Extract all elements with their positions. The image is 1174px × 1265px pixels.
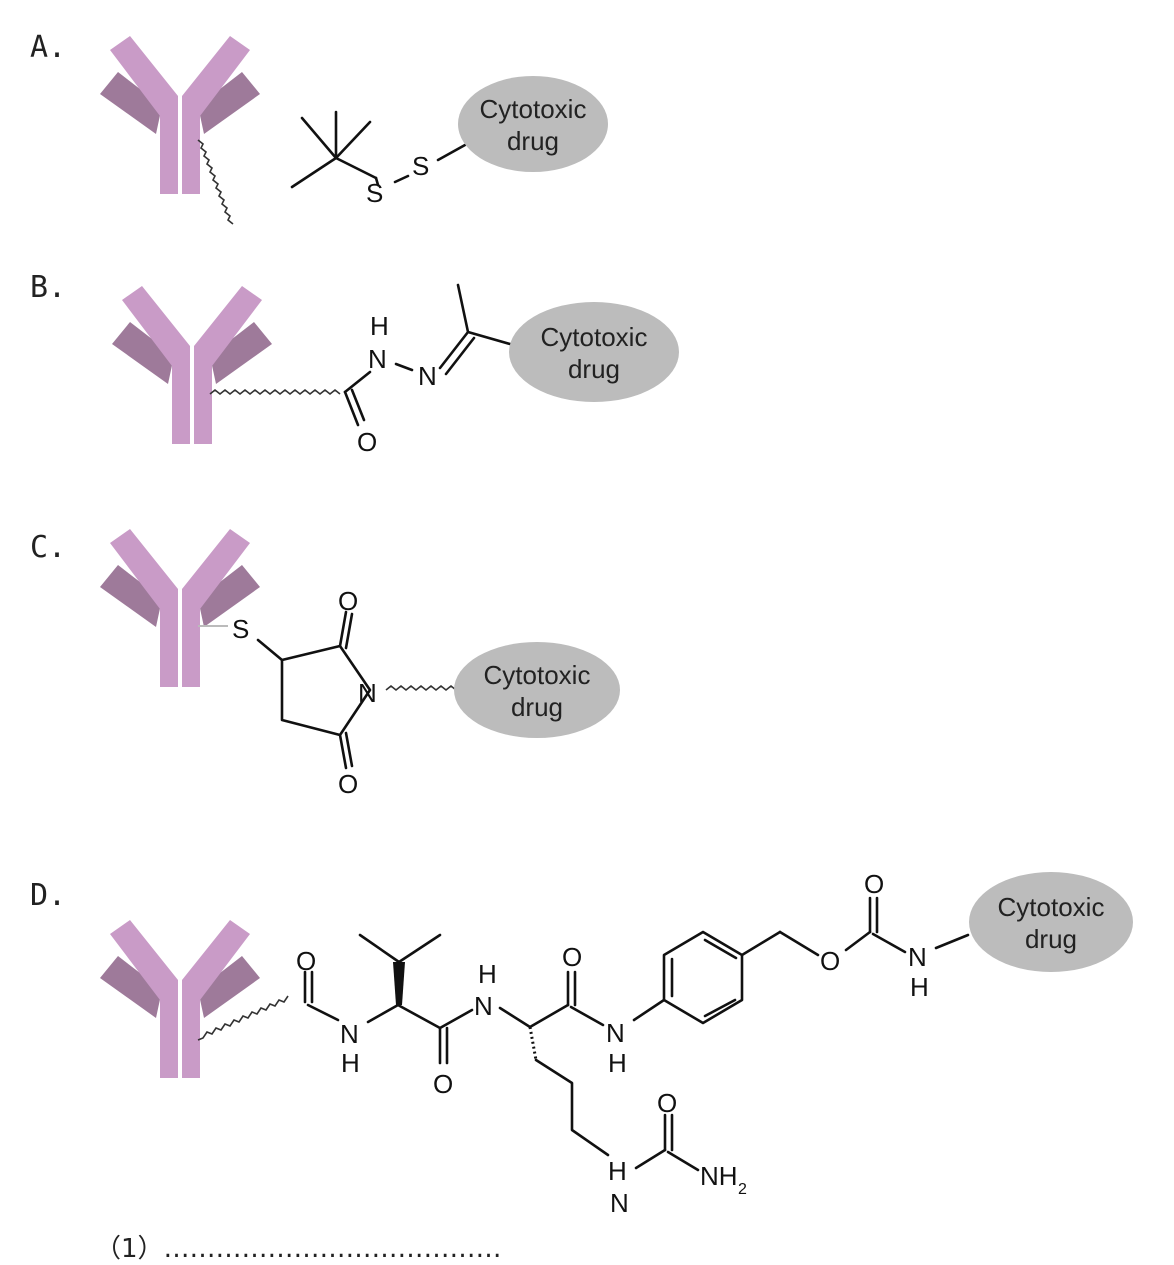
atom-s-1: S: [366, 178, 383, 208]
atom-n-d-5: N: [908, 942, 927, 972]
drug-ellipse-d: [969, 872, 1133, 972]
atom-h-b: H: [370, 311, 389, 341]
drug-text-a-2: drug: [507, 126, 559, 156]
atom-nh-subscript: 2: [738, 1181, 747, 1198]
atom-n-c: N: [358, 678, 377, 708]
bonds-a: [290, 156, 378, 189]
drug-ellipse-a: [458, 76, 608, 172]
panel-a: S S Cytotoxic drug: [100, 36, 608, 225]
panel-label-d: D.: [30, 878, 67, 913]
atom-n-d-3: H: [608, 1156, 627, 1186]
atom-s-2: S: [412, 151, 429, 181]
atom-h-d-1: H: [341, 1048, 360, 1078]
atom-nh-d: NH: [700, 1161, 738, 1191]
antibody-d: [100, 920, 260, 1078]
atom-n-d-1: N: [340, 1019, 359, 1049]
atom-o-d-4: O: [820, 946, 840, 976]
atom-n-d-2: N: [474, 991, 493, 1021]
antibody-c: [100, 529, 260, 687]
atom-o-c-1: O: [338, 586, 358, 616]
atom-s-c: S: [232, 614, 249, 644]
atom-n-d-4: N: [606, 1018, 625, 1048]
atom-o-b: O: [357, 427, 377, 457]
wavy-linker-c: [385, 684, 457, 692]
atom-h-d-5: H: [910, 972, 929, 1002]
drug-text-c-1: Cytotoxic: [484, 660, 591, 690]
panel-d: O N H O H N H N O NH 2 O N H: [100, 869, 1133, 1218]
drug-ellipse-b: [509, 302, 679, 402]
drug-text-b-2: drug: [568, 354, 620, 384]
atom-o-d-2: O: [433, 1069, 453, 1099]
panel-label-c: C.: [30, 530, 67, 565]
atom-o-d-3: O: [562, 942, 582, 972]
atom-h-d-4: H: [608, 1048, 627, 1078]
atom-o-c-2: O: [338, 769, 358, 799]
atom-h-d-2: H: [478, 959, 497, 989]
atom-h-d-3: N: [610, 1188, 629, 1218]
atom-o-d-5: O: [864, 869, 884, 899]
caption-text: （1）…………………………………: [95, 1234, 502, 1264]
atom-o-d-6: O: [657, 1088, 677, 1118]
drug-text-d-2: drug: [1025, 924, 1077, 954]
atom-o-d-1: O: [296, 946, 316, 976]
wavy-linker-b: [209, 388, 341, 396]
atom-n-b-2: N: [418, 361, 437, 391]
panel-c: S O N O Cytotoxic drug: [100, 529, 620, 799]
antibody-a: [100, 36, 260, 194]
panel-label-b: B.: [30, 270, 67, 305]
wavy-linker-d: [197, 995, 289, 1041]
antibody-b: [112, 286, 272, 444]
drug-text-a-1: Cytotoxic: [480, 94, 587, 124]
wavy-linker-a: [197, 139, 234, 225]
atom-n-b-1: N: [368, 344, 387, 374]
drug-text-b-1: Cytotoxic: [541, 322, 648, 352]
panel-b: O H N N Cytotoxic drug: [112, 283, 679, 457]
drug-ellipse-c: [454, 642, 620, 738]
drug-text-d-1: Cytotoxic: [998, 892, 1105, 922]
panel-label-a: A.: [30, 30, 67, 65]
drug-text-c-2: drug: [511, 692, 563, 722]
